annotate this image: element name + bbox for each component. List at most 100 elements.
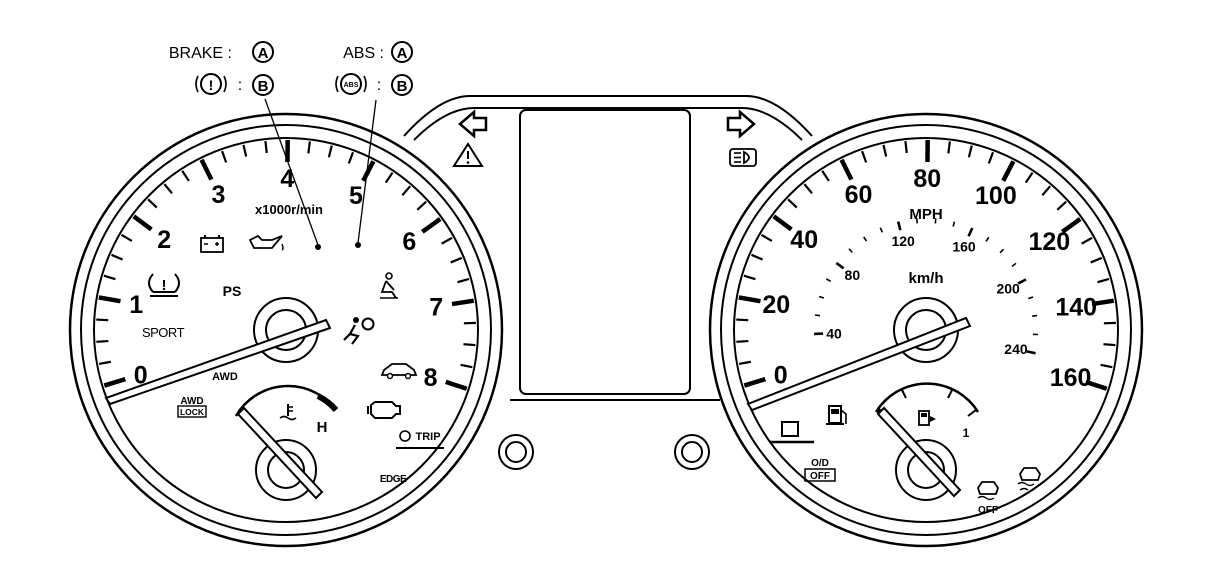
svg-text:LOCK: LOCK (180, 407, 205, 417)
kmh-tick-marks (814, 218, 1038, 355)
mph-number: 100 (975, 182, 1017, 210)
kmh-tick-major (967, 227, 974, 237)
seat-belt-icon (380, 272, 398, 299)
svg-text:ABS: ABS (344, 82, 359, 89)
tach-tick-major (451, 298, 475, 307)
high-beam-icon (729, 148, 757, 167)
brake-letter: A (258, 45, 269, 62)
tach-tick-minor (463, 343, 476, 347)
kmh-number: 160 (952, 238, 976, 254)
mph-tick-major (743, 376, 766, 388)
kmh-tick-minor (985, 236, 990, 242)
tach-tick-major (103, 376, 126, 388)
tach-number: 6 (402, 228, 416, 256)
tach-number: 5 (349, 182, 363, 210)
left-turn-arrow-icon (458, 109, 488, 139)
coolant-temp-icon (279, 404, 297, 421)
kmh-tick-minor (863, 236, 868, 242)
tach-tick-marks (96, 139, 476, 391)
mph-tick-minor (803, 183, 813, 194)
kmh-number: 200 (996, 281, 1020, 297)
mph-tick-minor (1024, 172, 1034, 184)
kmh-number: 120 (891, 233, 915, 249)
abs-letter: A (397, 45, 408, 62)
kmh-tick-minor (848, 248, 853, 253)
oil-pressure-icon (248, 234, 284, 251)
mph-tick-minor (987, 151, 995, 164)
battery-icon (200, 235, 224, 253)
brake-label: BRAKE : (169, 45, 232, 62)
fuel-needle (876, 406, 962, 498)
mph-tick-major (1061, 217, 1082, 234)
mph-number: 120 (1028, 228, 1070, 256)
tach-tick-minor (457, 277, 470, 284)
tach-tick-minor (384, 172, 394, 184)
brake-callout: BRAKE : A ! : B (169, 41, 321, 250)
fuel-full-label: 1 (963, 426, 970, 440)
vdc-off-label: OFF (978, 505, 998, 516)
mph-tick-minor (1081, 236, 1093, 245)
check-engine-icon (367, 401, 401, 419)
tach-tick-minor (96, 318, 109, 322)
kmh-unit-label: km/h (908, 270, 943, 287)
airbag-icon (343, 317, 375, 345)
abs-warning-letter: B (397, 78, 408, 95)
mph-tick-minor (751, 253, 763, 261)
mph-tick-minor (1090, 256, 1103, 264)
kmh-tick-minor (1028, 296, 1034, 300)
kmh-tick-minor (952, 221, 956, 227)
mph-tick-major (839, 158, 854, 181)
abs-warning-separator: : (377, 77, 381, 94)
mph-tick-minor (821, 170, 830, 182)
tach-unit-label: x1000r/min (255, 202, 323, 217)
overdrive-off-indicator: O/D OFF (804, 458, 836, 482)
right-reset-knob (674, 434, 710, 470)
mph-unit-label: MPH (909, 206, 942, 223)
tach-number: 2 (157, 226, 171, 254)
mph-tick-minor (861, 150, 868, 163)
mph-tick-minor (882, 144, 888, 157)
abs-label: ABS : (343, 45, 384, 62)
kmh-tick-minor (1032, 314, 1038, 318)
mph-number: 0 (774, 361, 788, 389)
kmh-tick-minor (818, 295, 825, 299)
mph-tick-major (738, 295, 761, 304)
tach-tick-minor (347, 151, 355, 164)
mph-tick-major (772, 214, 793, 232)
mph-tick-minor (1097, 277, 1110, 284)
mph-tick-minor (1100, 363, 1113, 369)
kmh-tick-major (835, 261, 845, 270)
low-fuel-icon (826, 405, 847, 425)
svg-text:!: ! (209, 77, 214, 93)
svg-text:OFF: OFF (810, 471, 830, 482)
trip-indicator: TRIP (396, 430, 444, 449)
kmh-tick-minor (879, 227, 884, 233)
mph-tick-minor (1056, 200, 1067, 211)
mph-tick-minor (947, 141, 951, 154)
tire-pressure-glyph: ! (162, 277, 167, 294)
master-warning-icon (452, 142, 484, 167)
sport-mode-label: SPORT (142, 325, 185, 340)
mph-tick-major (1001, 160, 1016, 182)
tach-tick-minor (416, 200, 427, 211)
tach-tick-minor (111, 253, 123, 261)
mph-tick-minor (743, 274, 756, 281)
tach-tick-minor (96, 339, 109, 343)
tach-tick-minor (242, 144, 248, 157)
kmh-tick-minor (814, 314, 821, 317)
tach-tick-minor (120, 233, 133, 242)
kmh-number: 40 (826, 325, 842, 341)
brake-warning-icon: ! (195, 73, 227, 95)
kmh-tick-major (896, 221, 902, 231)
mph-number: 60 (845, 181, 873, 209)
tire-pressure-icon: ! (148, 273, 180, 297)
temp-needle (236, 406, 324, 500)
tach-number: 3 (212, 181, 226, 209)
tach-number: 8 (424, 364, 438, 392)
